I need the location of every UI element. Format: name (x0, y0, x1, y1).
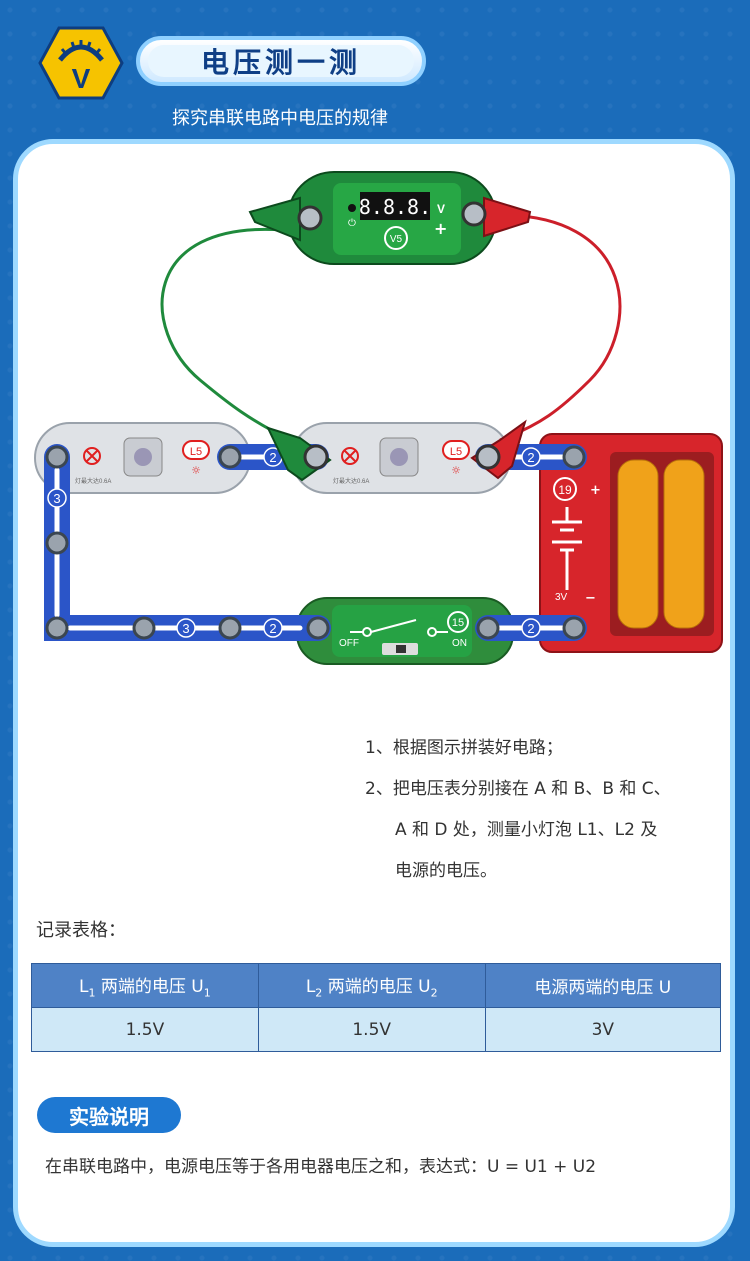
battery-voltage: 3V (555, 592, 568, 603)
voltmeter-id: V5 (390, 234, 403, 245)
wire-label-2: 2 (269, 621, 276, 636)
battery-id: 19 (558, 483, 572, 497)
power-icon: ⏻ (348, 218, 356, 229)
voltmeter-display: 8.8.8. (359, 195, 431, 219)
battery-plus: + (590, 483, 601, 498)
bulb-left: L5 ☼ 灯最大达0.6A (75, 437, 210, 485)
explanation-pill: 实验说明 (37, 1097, 181, 1133)
green-lead-clip (266, 426, 332, 482)
title-banner: 电压测一测 (136, 36, 426, 86)
cell-l1-voltage: 1.5V (31, 1007, 259, 1052)
record-table: L1 两端的电压 U1 L2 两端的电压 U2 电源两端的电压 U 1.5V 1… (31, 963, 722, 1052)
red-lead-clip (470, 419, 527, 480)
header-l2-voltage: L2 两端的电压 U2 (257, 963, 486, 1008)
voltmeter-unit: V (437, 202, 445, 216)
snap-connectors (45, 445, 586, 640)
step-2-line-2: A 和 D 处，测量小灯泡 L1、L2 及 (395, 820, 658, 840)
bulb-left-note: 灯最大达0.6A (75, 477, 111, 485)
wire-label-2: 2 (527, 450, 534, 465)
step-2-line-3: 电源的电压。 (395, 861, 497, 881)
bulb-right-note: 灯最大达0.6A (333, 477, 369, 485)
light-icon: ☼ (451, 464, 461, 477)
explanation-text: 在串联电路中，电源电压等于各用电器电压之和，表达式：U = U1 + U2 (45, 1157, 597, 1177)
page-subtitle: 探究串联电路中电压的规律 (172, 108, 388, 129)
wire-label-3: 3 (182, 621, 189, 636)
step-1: 1、根据图示拼装好电路； (365, 738, 563, 758)
wire-label-2: 2 (527, 621, 534, 636)
battery-holder: 19 + 3V − (539, 433, 723, 653)
light-icon: ☼ (191, 464, 201, 477)
bulb-right: L5 ☼ 灯最大达0.6A (333, 437, 470, 485)
bulb-left-id: L5 (190, 446, 202, 458)
cell-l2-voltage: 1.5V (257, 1007, 486, 1052)
bulb-right-id: L5 (450, 446, 462, 458)
table-header-row: L1 两端的电压 U1 L2 两端的电压 U2 电源两端的电压 U (31, 963, 722, 1008)
battery-minus: − (585, 591, 596, 606)
step-2-line-1: 2、把电压表分别接在 A 和 B、B 和 C、 (365, 779, 671, 799)
instruction-steps: 1、根据图示拼装好电路； 2、把电压表分别接在 A 和 B、B 和 C、 A 和… (365, 728, 725, 892)
voltmeter-plus: + (434, 219, 447, 238)
voltage-badge-icon: V (38, 26, 124, 100)
red-test-lead (489, 213, 622, 442)
switch-on-label: ON (452, 638, 467, 649)
voltmeter: 8.8.8. V + ⏻ V5 (248, 171, 532, 265)
cell-source-voltage: 3V (484, 1007, 722, 1052)
green-test-lead (160, 227, 291, 442)
record-table-label: 记录表格： (36, 920, 126, 941)
circuit-photo: L5 ☼ 灯最大达0.6A L5 ☼ 灯最大达0.6A 19 + 3V − OF… (34, 171, 723, 665)
header-l1-voltage: L1 两端的电压 U1 (31, 963, 259, 1008)
badge-letter: V (72, 63, 91, 94)
wire-label-3: 3 (53, 491, 60, 506)
switch-module: OFF ON 15 (296, 597, 514, 665)
header-source-voltage: 电源两端的电压 U (484, 963, 722, 1008)
switch-off-label: OFF (339, 638, 359, 649)
content-card (13, 139, 735, 1247)
table-row: 1.5V 1.5V 3V (31, 1007, 722, 1052)
wire-label-2: 2 (269, 450, 276, 465)
switch-id: 15 (452, 617, 464, 629)
page-title: 电压测一测 (200, 46, 361, 79)
